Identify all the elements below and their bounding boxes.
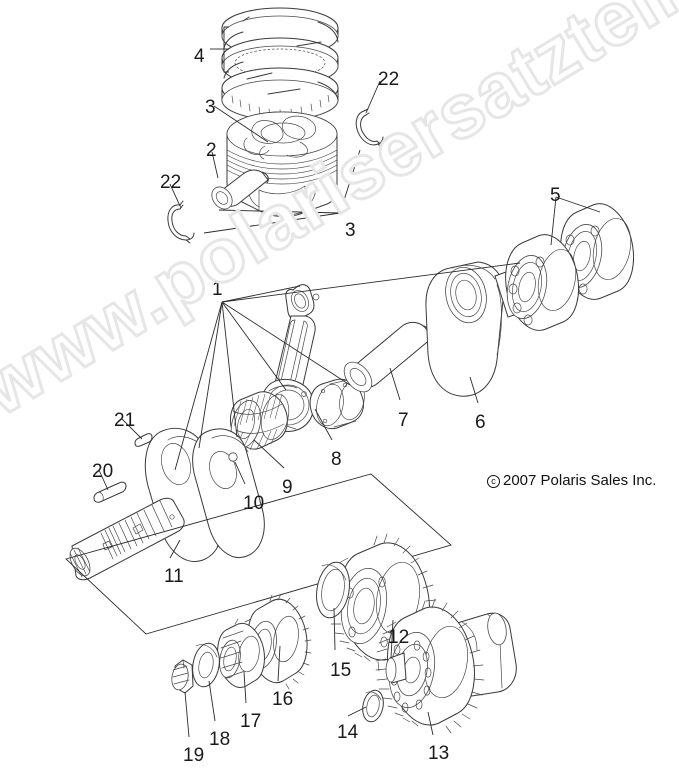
callout-thrust-washer-14[interactable]: 14 — [337, 722, 359, 743]
callout-crankshaft-11[interactable]: 11 — [164, 566, 184, 587]
callout-small-key-21[interactable]: 21 — [114, 410, 136, 431]
callout-hex-nut-19[interactable]: 19 — [183, 745, 205, 766]
piston-ring-set-art — [210, 7, 339, 121]
callout-piston-3a[interactable]: 3 — [205, 97, 216, 118]
callout-dowel-pin-10[interactable]: 10 — [243, 493, 265, 514]
balance-shaft-gear-art — [375, 598, 517, 734]
shim-washer-art — [316, 561, 350, 619]
callout-piston-ring-set-4[interactable]: 4 — [194, 46, 205, 67]
woodruff-key-art — [93, 481, 127, 503]
crankshaft-art — [69, 427, 265, 581]
thrust-washer-art — [362, 689, 384, 723]
needle-roller-bearing-art — [229, 391, 290, 451]
crankshaft-ball-bearing-art — [505, 203, 634, 331]
small-key-art — [134, 433, 153, 447]
callout-balance-shaft-gear-13[interactable]: 13 — [428, 743, 450, 764]
callout-flat-washer-18[interactable]: 18 — [209, 729, 231, 750]
callout-piston-3b[interactable]: 3 — [345, 220, 356, 241]
piston-pin-circlip-right-art — [355, 108, 384, 148]
callout-woodruff-key-20[interactable]: 20 — [92, 461, 114, 482]
piston-pin-circlip-left-art — [167, 200, 195, 244]
callout-lock-collar-17[interactable]: 17 — [240, 711, 262, 732]
callout-drive-gear-hub-16[interactable]: 16 — [272, 689, 294, 710]
callout-rod-bearing-cage-8[interactable]: 8 — [331, 449, 342, 470]
piston-pin-art — [211, 169, 269, 210]
assembly-reference-plane — [65, 473, 452, 635]
hex-nut-art — [171, 659, 194, 694]
callout-piston-pin-circlip-22b[interactable]: 22 — [378, 69, 400, 90]
callout-connecting-rod-assembly-1[interactable]: 1 — [212, 279, 223, 300]
callout-crankshaft-ball-bearing-5[interactable]: 5 — [550, 185, 561, 206]
dowel-pin-art — [228, 452, 238, 462]
callout-crankpin-7[interactable]: 7 — [398, 410, 409, 431]
leader-lines — [98, 80, 601, 738]
piston-art — [226, 111, 338, 217]
callout-piston-pin-circlip-22a[interactable]: 22 — [160, 172, 182, 193]
crankpin-art — [343, 322, 433, 393]
copyright-text: 2007 Polaris Sales Inc. — [503, 472, 657, 489]
flat-washer-art — [192, 642, 220, 688]
copyright-symbol-icon: c — [487, 475, 500, 488]
callout-shim-washer-15[interactable]: 15 — [330, 660, 352, 681]
callout-needle-roller-bearing-9[interactable]: 9 — [282, 477, 293, 498]
callout-piston-pin-2[interactable]: 2 — [206, 140, 217, 161]
callout-crankshaft-counterweight-6[interactable]: 6 — [475, 412, 486, 433]
callout-balance-driven-gear-12[interactable]: 12 — [388, 627, 410, 648]
